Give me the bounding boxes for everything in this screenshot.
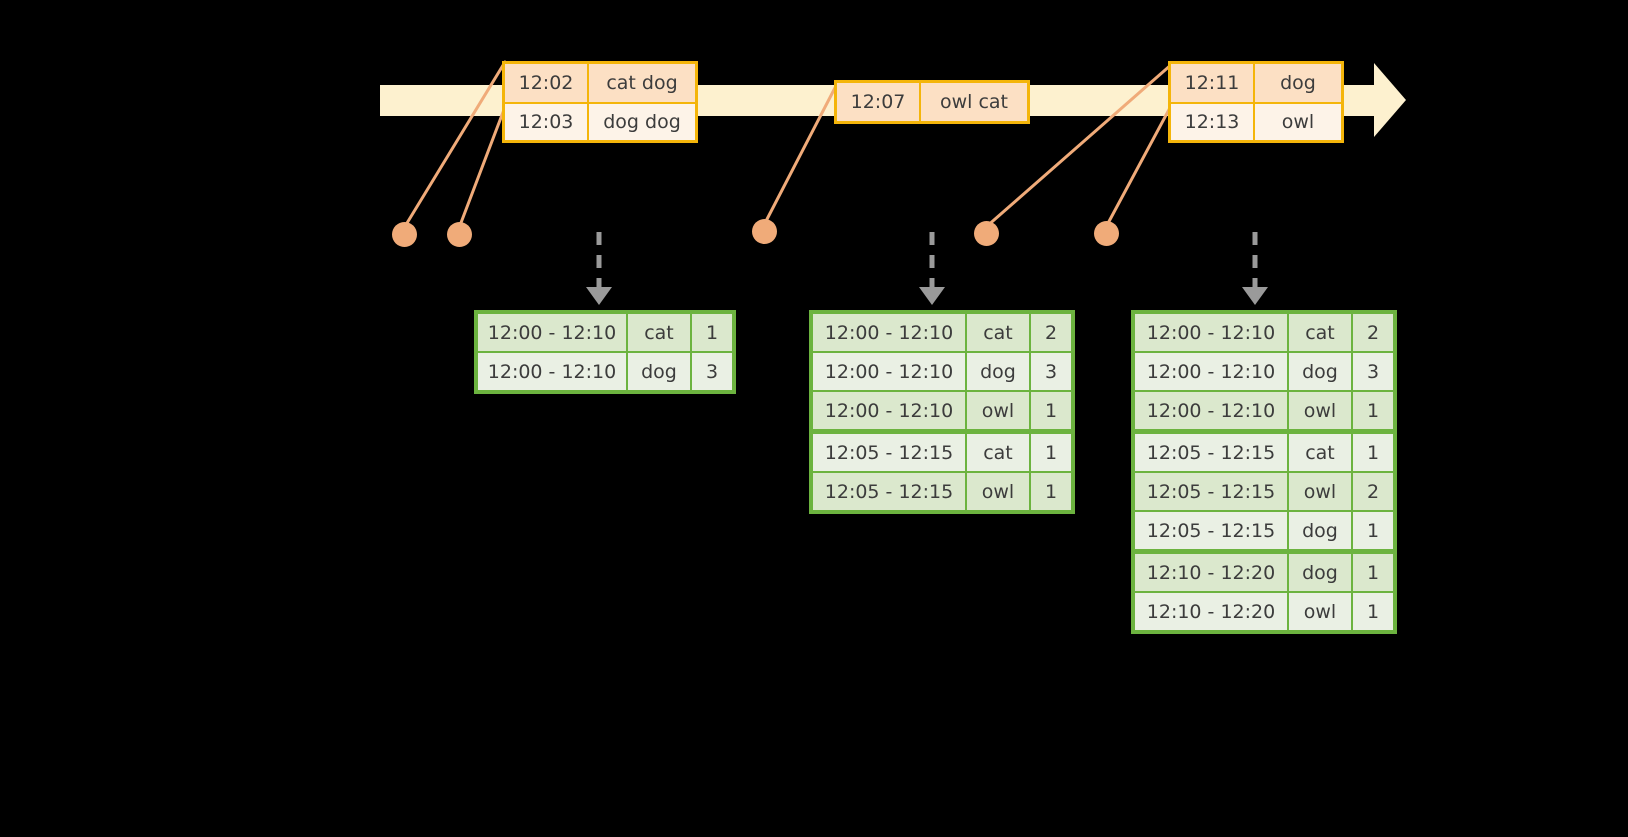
event-words: owl cat: [921, 83, 1027, 121]
dashed-arrow-head-icon: [1242, 287, 1268, 305]
window-range-cell: 12:00 - 12:10: [813, 392, 965, 429]
connector-dot: [392, 222, 417, 247]
event-words: dog: [1255, 64, 1341, 102]
word-cell: owl: [967, 392, 1029, 429]
window-range-cell: 12:00 - 12:10: [478, 314, 626, 351]
timeline-event-box-1[interactable]: 12:02 cat dog 12:03 dog dog: [502, 61, 698, 143]
dashed-arrow-head-icon: [919, 287, 945, 305]
word-cell: cat: [1289, 434, 1351, 471]
window-range-cell: 12:10 - 12:20: [1135, 554, 1287, 591]
word-cell: cat: [628, 314, 690, 351]
connector-line: [1104, 102, 1174, 229]
window-range-cell: 12:00 - 12:10: [478, 353, 626, 390]
count-cell: 3: [692, 353, 732, 390]
window-range-cell: 12:05 - 12:15: [813, 434, 965, 471]
event-time: 12:07: [837, 83, 921, 121]
count-cell: 1: [1353, 593, 1393, 630]
window-range-cell: 12:00 - 12:10: [813, 353, 965, 390]
event-words: owl: [1255, 104, 1341, 140]
word-cell: dog: [967, 353, 1029, 390]
count-cell: 1: [1353, 434, 1393, 471]
count-cell: 1: [1031, 473, 1071, 510]
window-range-cell: 12:10 - 12:20: [1135, 593, 1287, 630]
window-range-cell: 12:05 - 12:15: [813, 473, 965, 510]
event-row: 12:11 dog: [1171, 64, 1341, 102]
connector-dot: [974, 221, 999, 246]
word-cell: dog: [1289, 554, 1351, 591]
connector-line: [457, 105, 507, 230]
window-range-cell: 12:00 - 12:10: [1135, 392, 1287, 429]
word-cell: owl: [1289, 473, 1351, 510]
window-range-cell: 12:05 - 12:15: [1135, 434, 1287, 471]
count-cell: 2: [1031, 314, 1071, 351]
window-range-cell: 12:00 - 12:10: [813, 314, 965, 351]
event-row: 12:13 owl: [1171, 102, 1341, 140]
event-words: dog dog: [589, 104, 695, 140]
event-words: cat dog: [589, 64, 695, 102]
window-range-cell: 12:00 - 12:10: [1135, 353, 1287, 390]
count-cell: 1: [1353, 554, 1393, 591]
count-cell: 3: [1353, 353, 1393, 390]
count-cell: 3: [1031, 353, 1071, 390]
count-cell: 1: [692, 314, 732, 351]
timeline-event-box-2[interactable]: 12:07 owl cat: [834, 80, 1030, 124]
connector-dot: [1094, 221, 1119, 246]
window-range-cell: 12:05 - 12:15: [1135, 512, 1287, 549]
connector-dot: [752, 219, 777, 244]
word-cell: owl: [1289, 392, 1351, 429]
event-time: 12:02: [505, 64, 589, 102]
event-time: 12:13: [1171, 104, 1255, 140]
count-cell: 1: [1353, 512, 1393, 549]
count-cell: 1: [1031, 434, 1071, 471]
word-cell: dog: [628, 353, 690, 390]
count-cell: 1: [1353, 392, 1393, 429]
window-range-cell: 12:05 - 12:15: [1135, 473, 1287, 510]
word-cell: cat: [967, 434, 1029, 471]
connector-dot: [447, 222, 472, 247]
event-row: 12:02 cat dog: [505, 64, 695, 102]
event-row: 12:03 dog dog: [505, 102, 695, 140]
word-cell: cat: [967, 314, 1029, 351]
timeline-event-box-3[interactable]: 12:11 dog 12:13 owl: [1168, 61, 1344, 143]
word-cell: owl: [1289, 593, 1351, 630]
word-cell: dog: [1289, 512, 1351, 549]
count-cell: 2: [1353, 314, 1393, 351]
event-row: 12:07 owl cat: [837, 83, 1027, 121]
word-cell: cat: [1289, 314, 1351, 351]
count-cell: 1: [1031, 392, 1071, 429]
word-cell: dog: [1289, 353, 1351, 390]
event-time: 12:11: [1171, 64, 1255, 102]
timeline-arrow-icon: [1374, 63, 1406, 137]
window-range-cell: 12:00 - 12:10: [1135, 314, 1287, 351]
event-time: 12:03: [505, 104, 589, 140]
dashed-arrow-head-icon: [586, 287, 612, 305]
count-cell: 2: [1353, 473, 1393, 510]
word-cell: owl: [967, 473, 1029, 510]
